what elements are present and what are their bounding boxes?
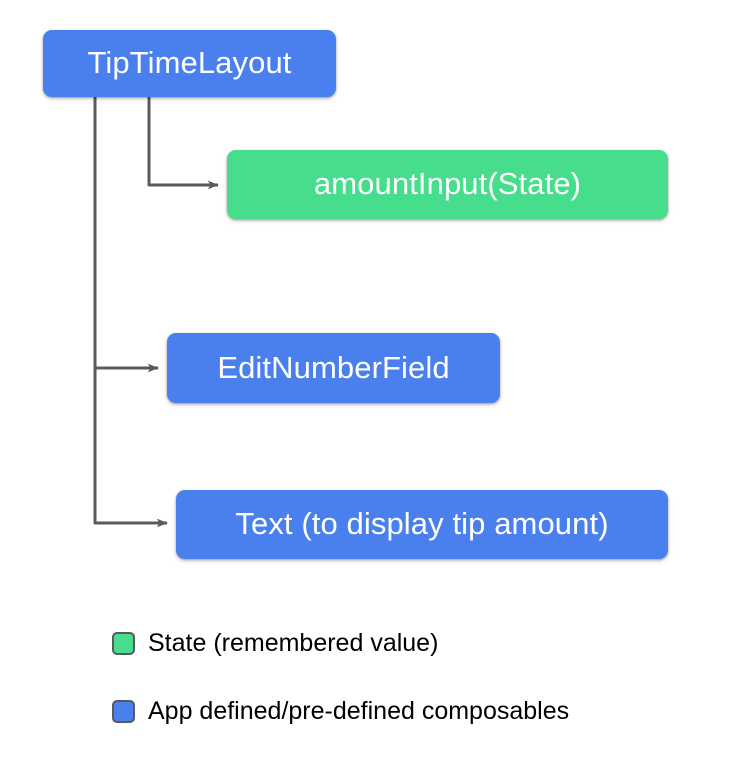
node-amountinput[interactable]: amountInput(State) [227, 150, 668, 219]
node-tiptimelayout-label: TipTimeLayout [87, 45, 292, 80]
node-tiptimelayout[interactable]: TipTimeLayout [43, 30, 336, 97]
edge-tiptimelayout-to-amountinput [147, 97, 219, 190]
node-text[interactable]: Text (to display tip amount) [176, 490, 668, 559]
legend-item-state: State (remembered value) [112, 622, 569, 664]
legend-item-composables-label: App defined/pre-defined composables [148, 696, 570, 725]
legend-item-state-label: State (remembered value) [148, 628, 439, 657]
node-amountinput-label: amountInput(State) [313, 166, 582, 201]
legend-swatch-composable-icon [112, 699, 135, 723]
node-editnumberfield-label: EditNumberField [217, 349, 450, 385]
edge-tiptimelayout-to-text [93, 97, 168, 528]
node-text-label: Text (to display tip amount) [235, 506, 609, 541]
node-editnumberfield[interactable]: EditNumberField [167, 333, 500, 403]
legend: State (remembered value) App defined/pre… [112, 622, 569, 732]
legend-item-composables: App defined/pre-defined composables [112, 690, 569, 732]
legend-swatch-state-icon [112, 631, 135, 655]
